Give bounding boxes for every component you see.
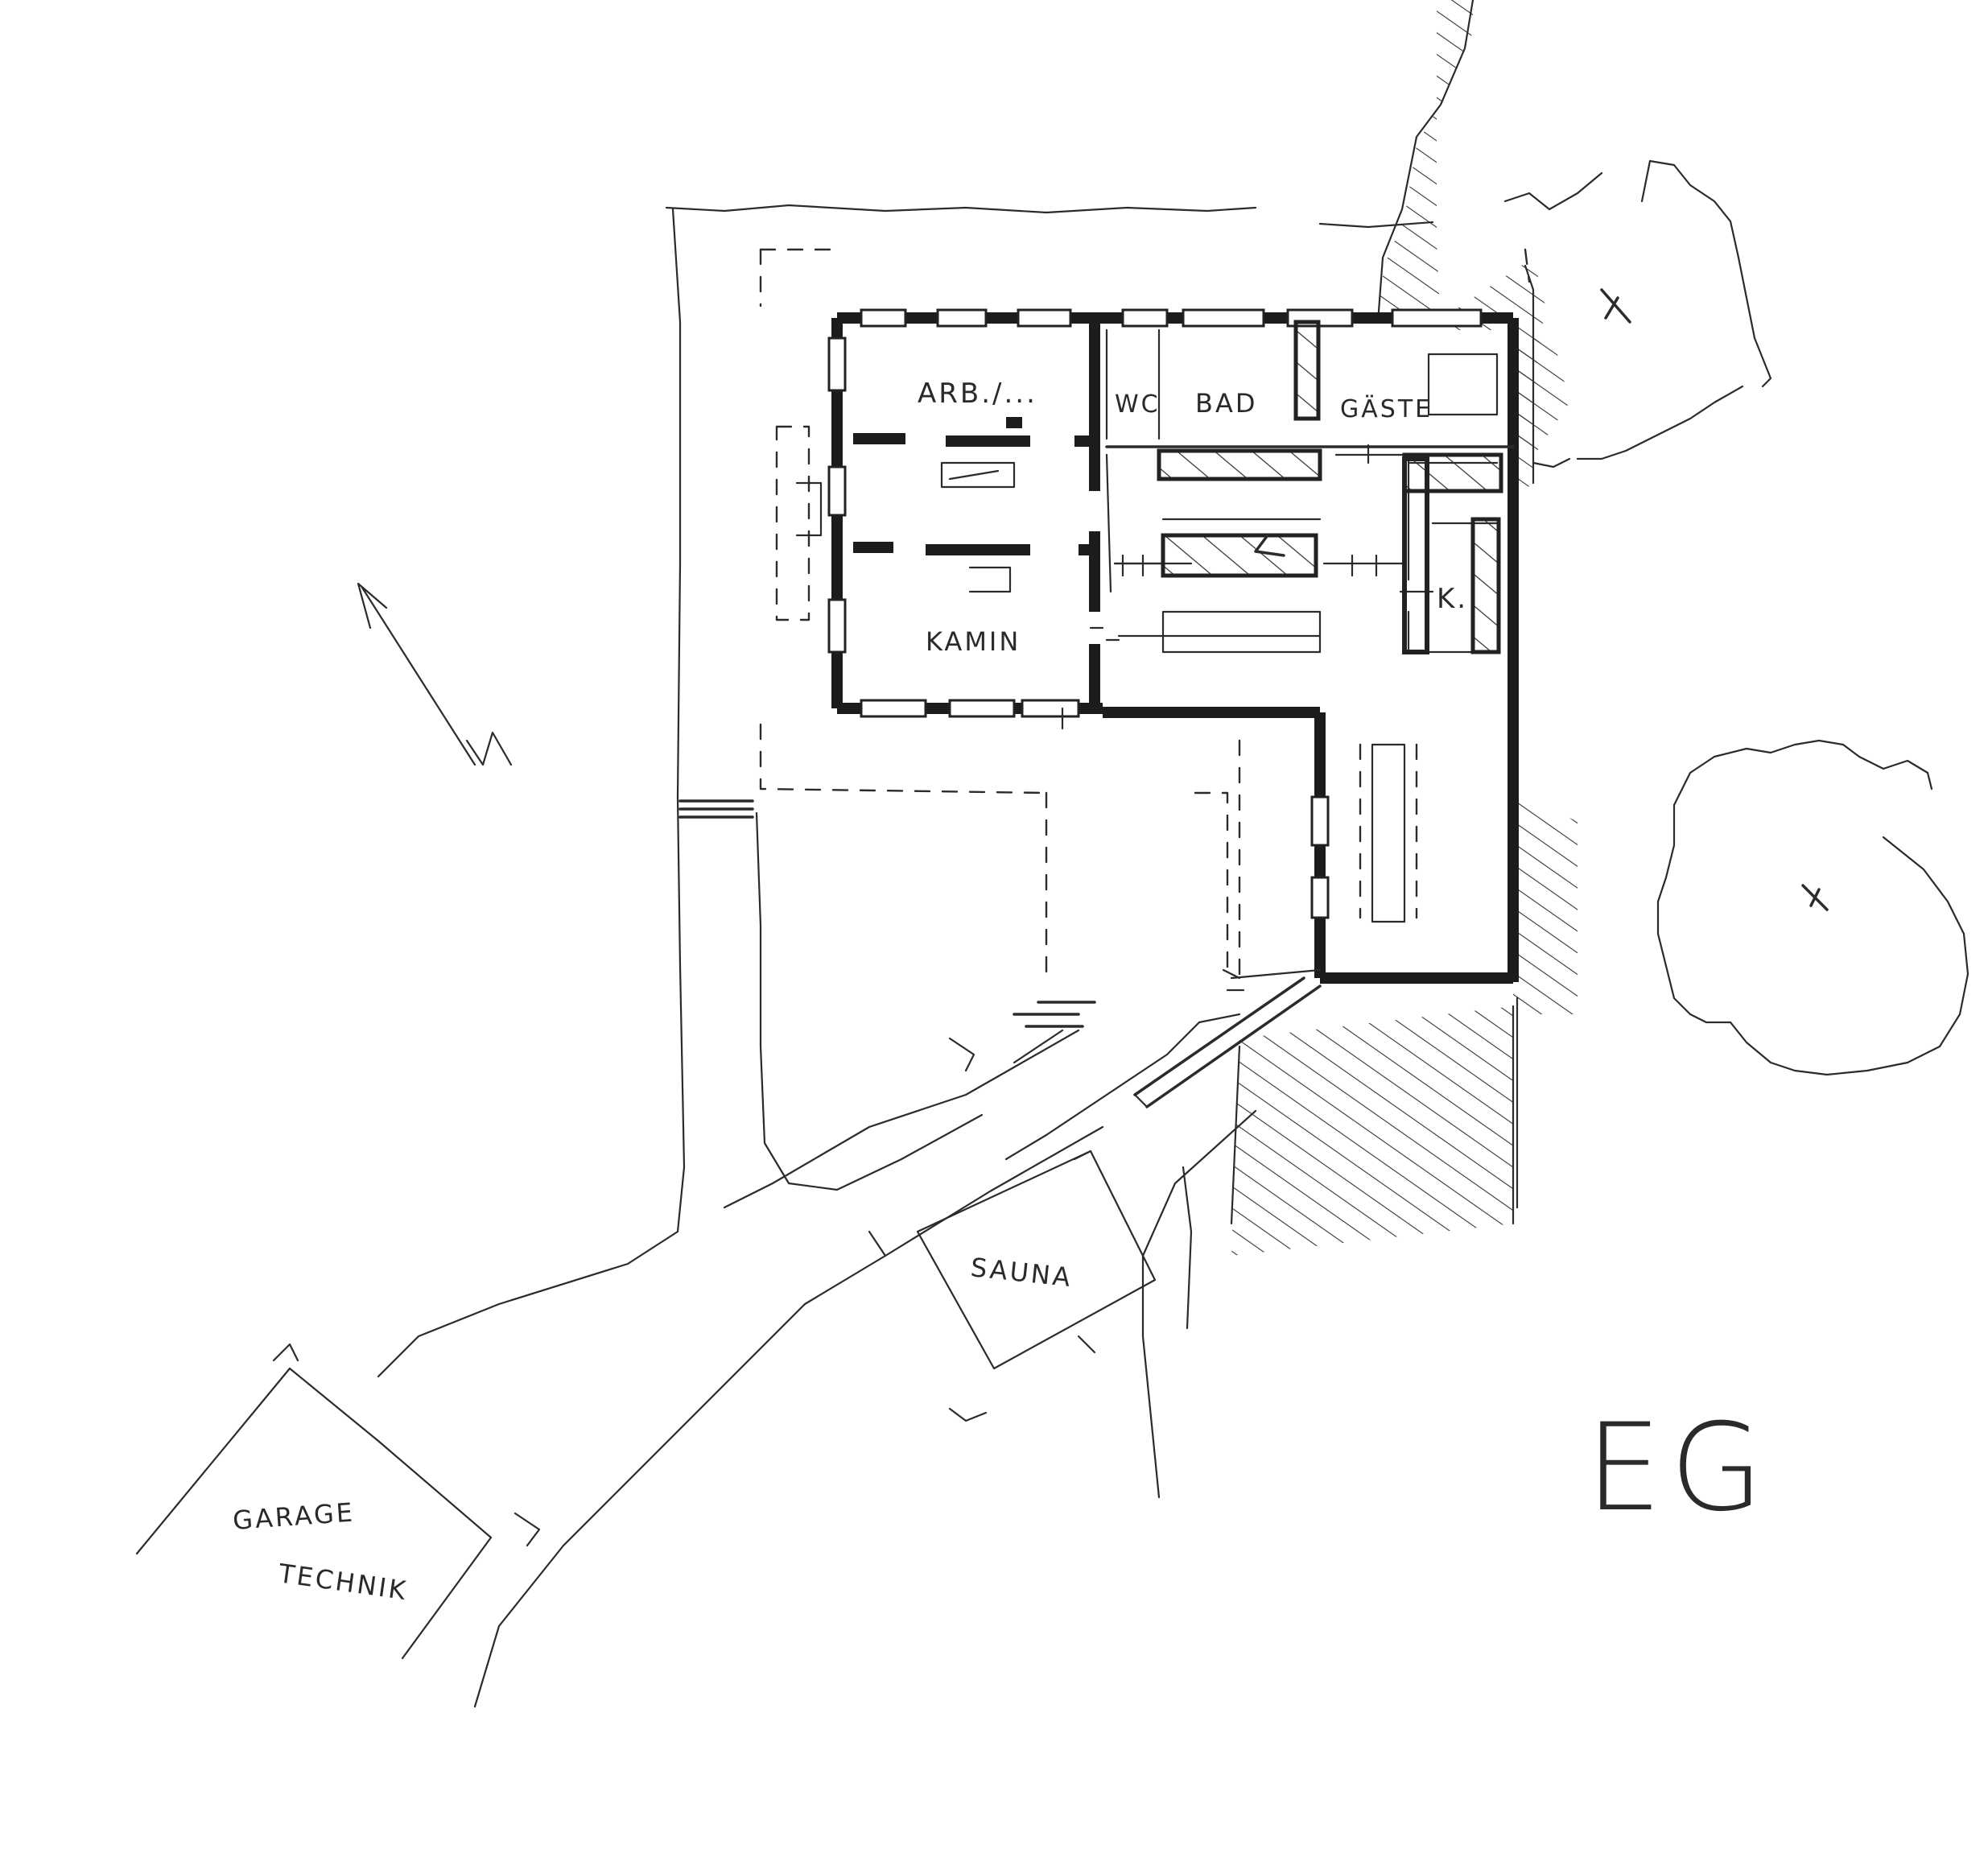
label-garage: GARAGE [232,1496,356,1536]
label-kamin: KAMIN [926,626,1021,657]
built-in-furniture [1157,320,1503,654]
label-gaeste: GÄSTE [1340,394,1433,423]
sauna-building [916,1150,1157,1370]
tree-top [1503,159,1772,468]
tree-bottom [1656,739,1969,1076]
label-kueche: K. [1437,583,1468,615]
windows [827,308,1483,919]
label-wc: WC [1115,390,1161,419]
garage-building [135,1343,988,1660]
label-arbeit: ARB./... [918,378,1037,410]
interior-lines [940,328,1515,992]
label-bad: BAD [1195,388,1257,419]
dashed-overhang [759,248,1531,988]
floor-label: EG [1586,1398,1771,1538]
terrain-hatching-top [1376,0,1569,499]
north-arrow [357,582,513,766]
label-sauna: SAUNA [969,1252,1074,1293]
entrance-details [678,799,1322,1108]
label-technik: TECHNIK [276,1558,410,1606]
site-boundary [377,204,1519,1378]
paths [473,1013,1257,1708]
terrain-hatching-bottom [1230,797,1578,1256]
